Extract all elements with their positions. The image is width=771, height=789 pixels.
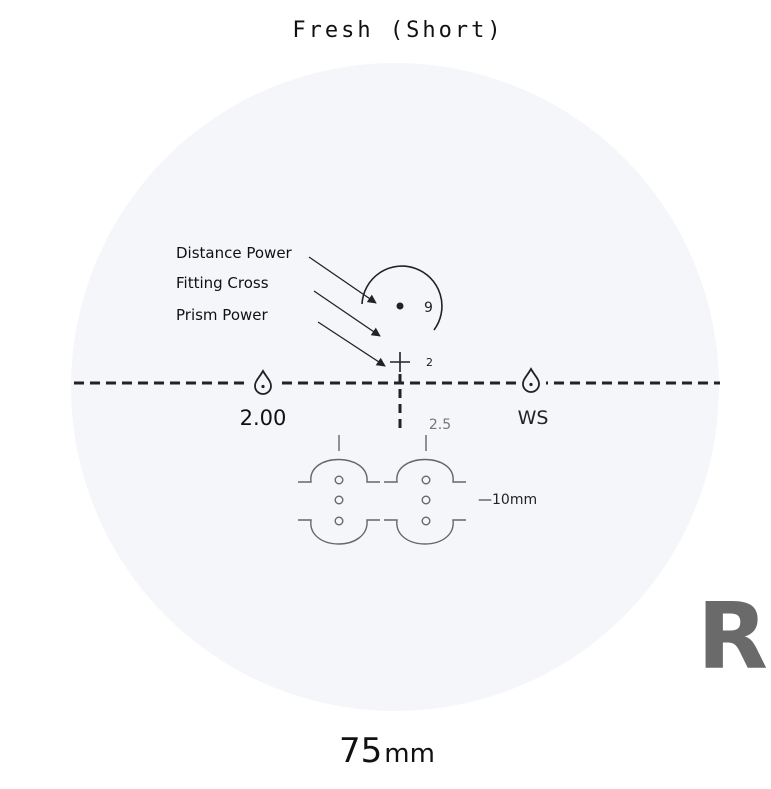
eye-side-letter: R [697, 583, 768, 690]
circle-number: 9 [424, 300, 433, 316]
diameter-unit: mm [384, 739, 435, 769]
left-engraving-outline [298, 435, 380, 545]
diameter-value: 75 [339, 731, 382, 771]
spacing-label: —10mm [478, 492, 537, 508]
lens-blank [71, 63, 719, 711]
left-power-value: 2.00 [240, 406, 287, 430]
left-droplet-icon [248, 368, 278, 398]
right-power-value: WS [518, 407, 549, 429]
leader-distance-power [308, 256, 377, 304]
leader-prism-power [317, 321, 386, 367]
leader-fitting-cross [313, 290, 381, 337]
distance-power-dot [396, 302, 404, 310]
right-engraving-outline [384, 435, 466, 545]
diameter-label: 75mm [339, 731, 435, 771]
upper-right-value: 2.5 [429, 417, 451, 433]
fitting-cross-icon [390, 352, 410, 372]
label-distance-power: Distance Power [176, 244, 293, 262]
distance-power-circle [361, 265, 443, 331]
title: Fresh (Short) [292, 18, 503, 43]
label-prism-power: Prism Power [176, 306, 268, 324]
cross-number: 2 [426, 356, 433, 369]
right-droplet-icon [516, 366, 546, 396]
label-fitting-cross: Fitting Cross [176, 274, 269, 292]
